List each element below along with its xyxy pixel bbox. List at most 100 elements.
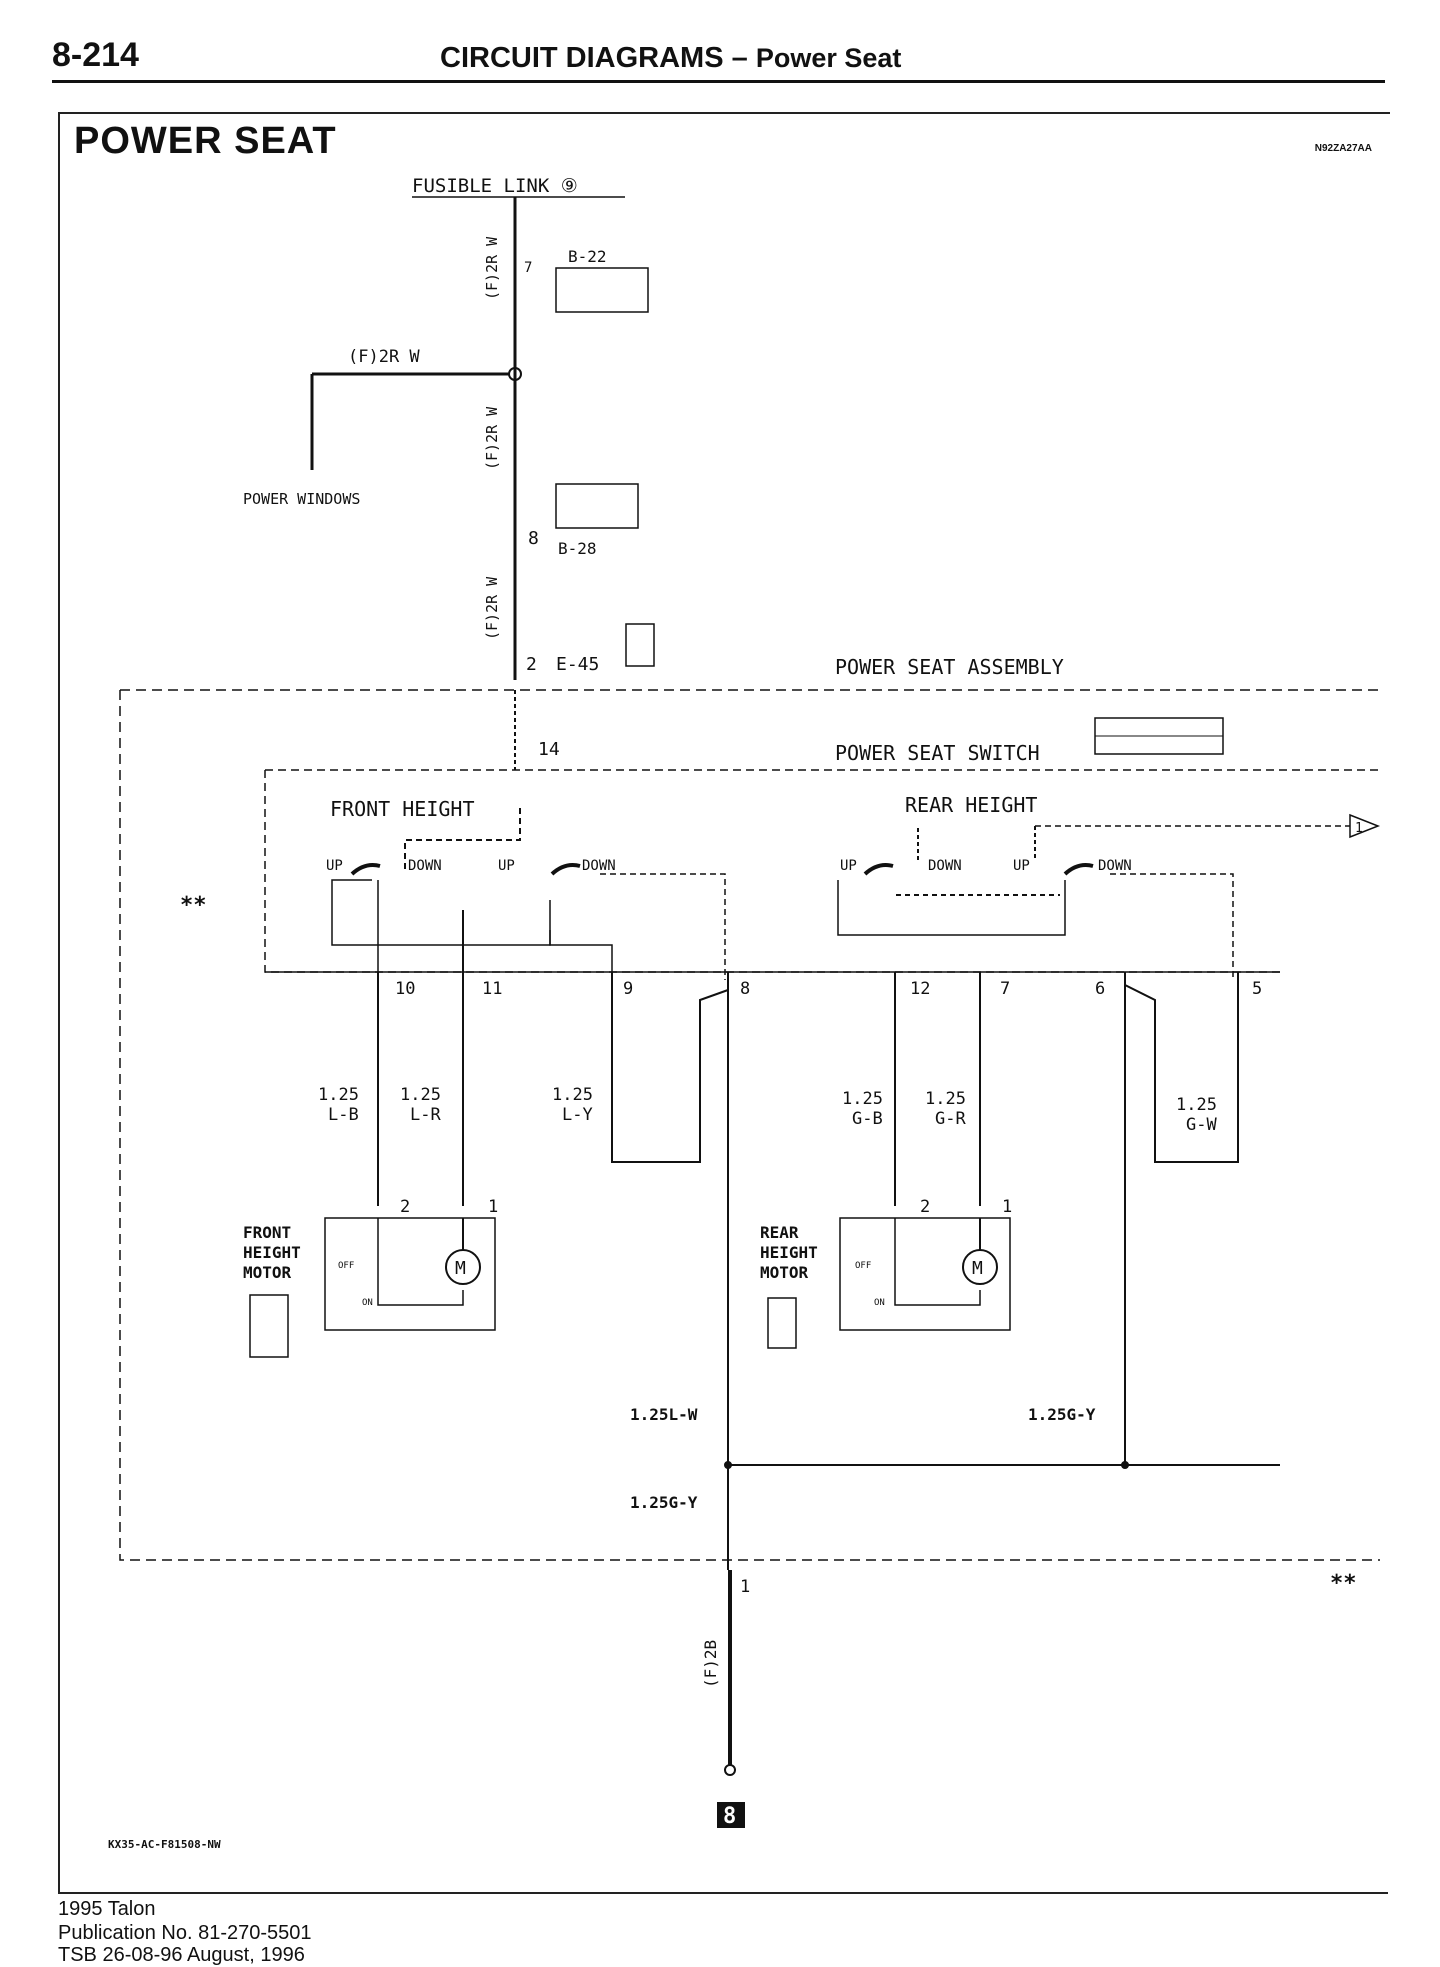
rear-motor-connector-icon bbox=[767, 1297, 797, 1349]
double-star-left: ** bbox=[180, 893, 207, 918]
wire-125gy-bottom-label: 1.25G-Y bbox=[630, 1493, 698, 1512]
front-down-contact-icon bbox=[550, 863, 581, 876]
ground-point-icon bbox=[724, 1764, 736, 1776]
front-motor-label-2: HEIGHT bbox=[243, 1243, 301, 1262]
front-down-label: DOWN bbox=[408, 858, 442, 874]
wire-f2b-label: (F)2B bbox=[701, 1640, 720, 1688]
front-down2-label: DOWN bbox=[582, 858, 616, 874]
front-up2-label: UP bbox=[498, 858, 515, 874]
wire-125lw-label: 1.25L-W bbox=[630, 1405, 698, 1424]
rear-down-contact-icon bbox=[1063, 863, 1094, 876]
rear-on-label: ON bbox=[874, 1298, 885, 1308]
rear-motor-label-1: REAR bbox=[760, 1223, 799, 1242]
connector-e45-icon bbox=[625, 623, 655, 667]
reference-arrow-number: 1 bbox=[1355, 821, 1363, 836]
assembly-boundary bbox=[119, 689, 1380, 1561]
wire-size-l-b: 1.25 bbox=[318, 1085, 359, 1105]
connector-b28-icon bbox=[555, 483, 639, 529]
page-header-title: CIRCUIT DIAGRAMS – Power Seat bbox=[440, 42, 901, 75]
wire-size-g-b: 1.25 bbox=[842, 1089, 883, 1109]
rear-down-label: DOWN bbox=[928, 858, 962, 874]
double-star-right: ** bbox=[1330, 1571, 1357, 1596]
front-motor-label-3: MOTOR bbox=[243, 1263, 292, 1282]
wire-color-l-b: L-B bbox=[328, 1105, 359, 1125]
drawing-code: KX35-AC-F81508-NW bbox=[108, 1838, 221, 1851]
wire-l-y bbox=[611, 972, 729, 1163]
header-subsection: Power Seat bbox=[755, 43, 902, 73]
footer-model: 1995 Talon bbox=[58, 1898, 156, 1920]
ground-number-box bbox=[717, 1802, 745, 1828]
rear-motor-label-2: HEIGHT bbox=[760, 1243, 818, 1262]
footer-publication: Publication No. 81-270-5501 bbox=[58, 1922, 312, 1944]
terminal-pin-6: 6 bbox=[1095, 979, 1105, 999]
diagram-title: POWER SEAT bbox=[74, 120, 337, 162]
connector-e45-label: E-45 bbox=[556, 654, 599, 675]
front-motor-box bbox=[324, 1217, 496, 1331]
wire-f2rw-top: (F)2R W bbox=[483, 236, 501, 300]
front-off-label: OFF bbox=[338, 1261, 354, 1271]
front-height-label: FRONT HEIGHT bbox=[330, 797, 475, 821]
terminal-pin-10: 10 bbox=[395, 979, 415, 999]
wire-size-g-w: 1.25 bbox=[1176, 1095, 1217, 1115]
wire-size-l-y: 1.25 bbox=[552, 1085, 593, 1105]
power-windows-label: POWER WINDOWS bbox=[243, 490, 360, 508]
rear-height-label: REAR HEIGHT bbox=[905, 793, 1037, 817]
terminal-pin-7: 7 bbox=[1000, 979, 1010, 999]
terminal-pin-9: 9 bbox=[623, 979, 633, 999]
rear-motor-pin-2: 2 bbox=[920, 1197, 930, 1217]
splice-icon bbox=[508, 367, 522, 381]
assembly-label: POWER SEAT ASSEMBLY bbox=[835, 655, 1064, 679]
wire-f2rw-branch: (F)2R W bbox=[348, 347, 420, 367]
diagram-frame bbox=[58, 112, 1390, 1894]
diagram-code: N92ZA27AA bbox=[1314, 143, 1372, 154]
page-number: 8-214 bbox=[52, 36, 139, 74]
pin-7-label: 7 bbox=[524, 260, 532, 276]
rear-motor-pin-1: 1 bbox=[1002, 1197, 1012, 1217]
pin-14-label: 14 bbox=[538, 739, 560, 760]
rear-motor-label-3: MOTOR bbox=[760, 1263, 809, 1282]
rear-up2-label: UP bbox=[1013, 858, 1030, 874]
terminal-pin-8: 8 bbox=[740, 979, 750, 999]
rear-off-label: OFF bbox=[855, 1261, 871, 1271]
connector-b28-label: B-28 bbox=[558, 539, 597, 558]
switch-label: POWER SEAT SWITCH bbox=[835, 741, 1040, 765]
wire-size-g-r: 1.25 bbox=[925, 1089, 966, 1109]
pin-8-label: 8 bbox=[528, 528, 539, 549]
ground-number: 8 bbox=[723, 1804, 736, 1829]
header-rule bbox=[52, 80, 1385, 83]
front-motor-label-1: FRONT bbox=[243, 1223, 291, 1242]
footer-tsb: TSB 26-08-96 August, 1996 bbox=[58, 1944, 305, 1966]
front-motor-symbol: M bbox=[455, 1258, 466, 1279]
terminal-pin-11: 11 bbox=[482, 979, 502, 999]
front-motor-pin-2: 2 bbox=[400, 1197, 410, 1217]
front-up-contact-icon bbox=[350, 863, 381, 876]
front-motor-pin-1: 1 bbox=[488, 1197, 498, 1217]
wire-f2rw-low: (F)2R W bbox=[483, 576, 501, 640]
wire-color-l-r: L-R bbox=[410, 1105, 441, 1125]
terminal-pin-12: 12 bbox=[910, 979, 930, 999]
terminal-pin-5: 5 bbox=[1252, 979, 1262, 999]
wire-color-g-r: G-R bbox=[935, 1109, 966, 1129]
front-motor-connector-icon bbox=[249, 1294, 289, 1358]
reference-arrow-icon bbox=[1349, 813, 1381, 839]
wire-g-w bbox=[1124, 972, 1239, 1163]
wire-f2rw-mid: (F)2R W bbox=[483, 406, 501, 470]
front-on-label: ON bbox=[362, 1298, 373, 1308]
connector-b22-label: B-22 bbox=[568, 247, 607, 266]
wire-size-l-r: 1.25 bbox=[400, 1085, 441, 1105]
pin-2-label: 2 bbox=[526, 654, 537, 675]
wire-color-l-y: L-Y bbox=[562, 1105, 593, 1125]
front-up-label: UP bbox=[326, 858, 343, 874]
rear-motor-symbol: M bbox=[972, 1258, 983, 1279]
header-section: CIRCUIT DIAGRAMS bbox=[440, 42, 724, 74]
rear-down2-label: DOWN bbox=[1098, 858, 1132, 874]
connector-b22-icon bbox=[555, 267, 649, 313]
diagram-frame-bottom bbox=[58, 1892, 1388, 1894]
wire-125gy-right-label: 1.25G-Y bbox=[1028, 1405, 1096, 1424]
rear-up-label: UP bbox=[840, 858, 857, 874]
fusible-link-label: FUSIBLE LINK ⑨ bbox=[412, 175, 578, 197]
wire-color-g-w: G-W bbox=[1186, 1115, 1217, 1135]
pin-1-bottom: 1 bbox=[740, 1577, 750, 1597]
header-separator: – bbox=[731, 42, 748, 74]
